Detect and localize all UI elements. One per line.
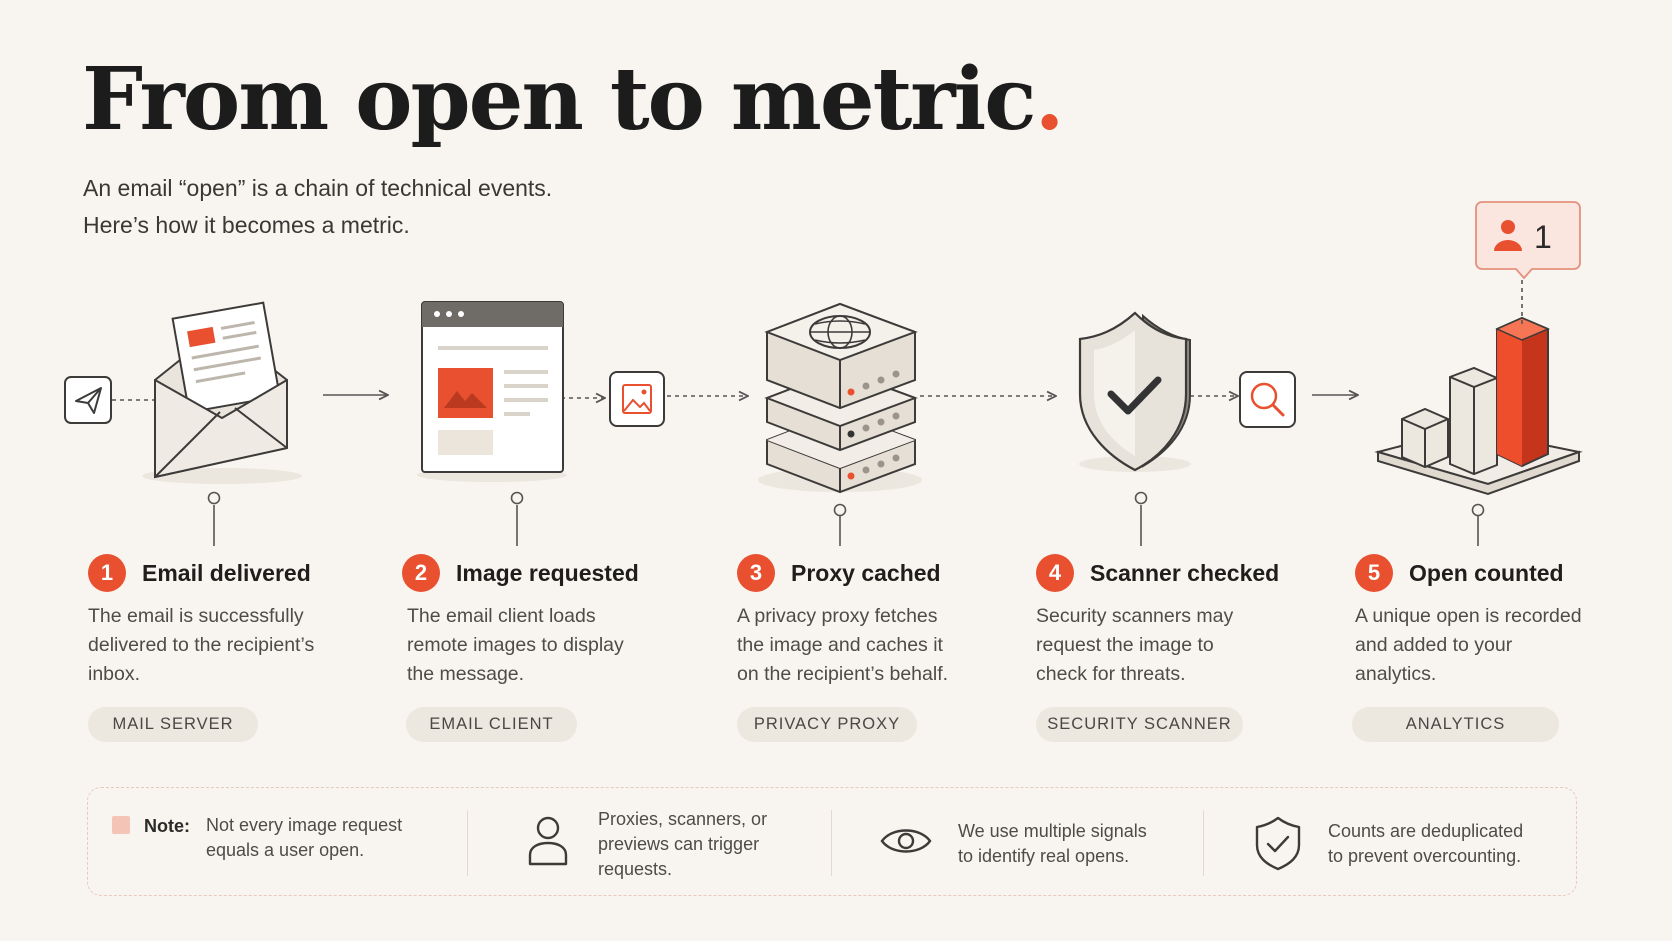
page-title: From open to metric.	[82, 48, 1065, 151]
step-description-line: request the image to	[1036, 634, 1214, 656]
step-tag: SECURITY SCANNER	[1036, 707, 1243, 742]
note-box: Note: Not every image request equals a u…	[87, 787, 1577, 896]
step-tag: ANALYTICS	[1352, 707, 1559, 742]
note-line: Not every image request	[206, 815, 403, 835]
step-tag: PRIVACY PROXY	[737, 707, 917, 742]
server-stack-icon	[758, 302, 922, 494]
step-open-counted: 5 Open counted A unique open is recorded …	[1352, 554, 1615, 742]
note-line: requests.	[598, 859, 673, 879]
user-icon	[1494, 220, 1522, 251]
step-description: A unique open is recorded and added to y…	[1355, 602, 1582, 689]
note-item: Not every image request equals a user op…	[206, 813, 402, 863]
subtitle: An email “open” is a chain of technical …	[83, 170, 552, 244]
chart-bar-highlight	[1495, 316, 1550, 468]
step-description: Security scanners may request the image …	[1036, 602, 1233, 689]
step-tag: EMAIL CLIENT	[406, 707, 577, 742]
step-description-line: A unique open is recorded	[1355, 605, 1582, 627]
step-description-line: on the recipient’s behalf.	[737, 663, 949, 685]
step-description-line: Security scanners may	[1036, 605, 1234, 627]
note-swatch	[112, 816, 130, 834]
step-scanner-checked: 4 Scanner checked Security scanners may r…	[1036, 554, 1296, 742]
title-text: From open to metric	[82, 49, 1037, 150]
step-description-line: the message.	[407, 663, 525, 685]
step-number-badge: 5	[1355, 554, 1393, 592]
step-description-line: check for threats.	[1036, 663, 1186, 685]
step-pins	[207, 491, 1485, 546]
note-divider	[1203, 810, 1204, 876]
step-email-delivered: 1 Email delivered The email is successful…	[88, 554, 348, 742]
step-description-line: The email is successfully	[88, 605, 304, 627]
step-proxy-cached: 3 Proxy cached A privacy proxy fetches th…	[737, 554, 997, 742]
counter-value: 1	[1534, 219, 1552, 255]
step-description-line: and added to your	[1355, 634, 1513, 656]
step-title: Email delivered	[142, 559, 311, 586]
search-icon	[1239, 371, 1296, 428]
step-description: The email client loads remote images to …	[407, 602, 624, 689]
step-description: The email is successfully delivered to t…	[88, 602, 314, 689]
note-item: Counts are deduplicated to prevent overc…	[1328, 819, 1523, 869]
step-description-line: A privacy proxy fetches	[737, 605, 938, 627]
shield-check-icon	[1078, 311, 1191, 472]
step-title: Open counted	[1409, 559, 1564, 586]
image-icon	[609, 371, 665, 427]
step-description-line: The email client loads	[407, 605, 596, 627]
person-icon	[528, 816, 568, 866]
step-number-badge: 3	[737, 554, 775, 592]
step-description-line: analytics.	[1355, 663, 1437, 685]
note-line: to identify real opens.	[958, 846, 1130, 866]
step-title: Scanner checked	[1090, 559, 1280, 586]
globe-icon	[809, 315, 871, 349]
paper-plane-icon	[64, 376, 112, 424]
server-unit	[764, 302, 918, 410]
step-description: A privacy proxy fetches the image and ca…	[737, 602, 948, 689]
step-title: Image requested	[456, 559, 639, 586]
step-number-badge: 1	[88, 554, 126, 592]
subtitle-line: Here’s how it becomes a metric.	[83, 212, 410, 238]
note-line: Counts are deduplicated	[1328, 821, 1524, 841]
note-divider	[467, 810, 468, 876]
bar-chart-icon	[1374, 280, 1583, 496]
step-description-line: remote images to display	[407, 634, 624, 656]
note-divider	[831, 810, 832, 876]
step-description-line: inbox.	[88, 663, 141, 685]
subtitle-line: An email “open” is a chain of technical …	[83, 175, 553, 201]
note-item: Proxies, scanners, or previews can trigg…	[598, 807, 767, 882]
step-number-badge: 4	[1036, 554, 1074, 592]
shield-check-icon	[1255, 816, 1301, 871]
step-description-line: the image and caches it	[737, 634, 943, 656]
step-tag: MAIL SERVER	[88, 707, 258, 742]
note-line: Proxies, scanners, or	[598, 809, 768, 829]
browser-window-icon	[417, 301, 567, 482]
step-image-requested: 2 Image requested The email client loads …	[402, 554, 662, 742]
step-description-line: delivered to the recipient’s	[88, 634, 315, 656]
note-line: We use multiple signals	[958, 821, 1147, 841]
note-item: We use multiple signals to identify real…	[958, 819, 1147, 869]
chart-bar-small	[1401, 407, 1449, 469]
eye-icon	[880, 829, 932, 853]
note-line: equals a user open.	[206, 840, 365, 860]
step-title: Proxy cached	[791, 559, 941, 586]
title-dot: .	[1034, 49, 1065, 150]
envelope-icon	[142, 301, 302, 484]
counter-badge: 1	[1475, 201, 1581, 280]
note-line: to prevent overcounting.	[1328, 846, 1522, 866]
note-label: Note:	[144, 816, 190, 836]
step-number-badge: 2	[402, 554, 440, 592]
chart-bar-medium	[1449, 366, 1498, 476]
note-line: previews can trigger	[598, 834, 760, 854]
